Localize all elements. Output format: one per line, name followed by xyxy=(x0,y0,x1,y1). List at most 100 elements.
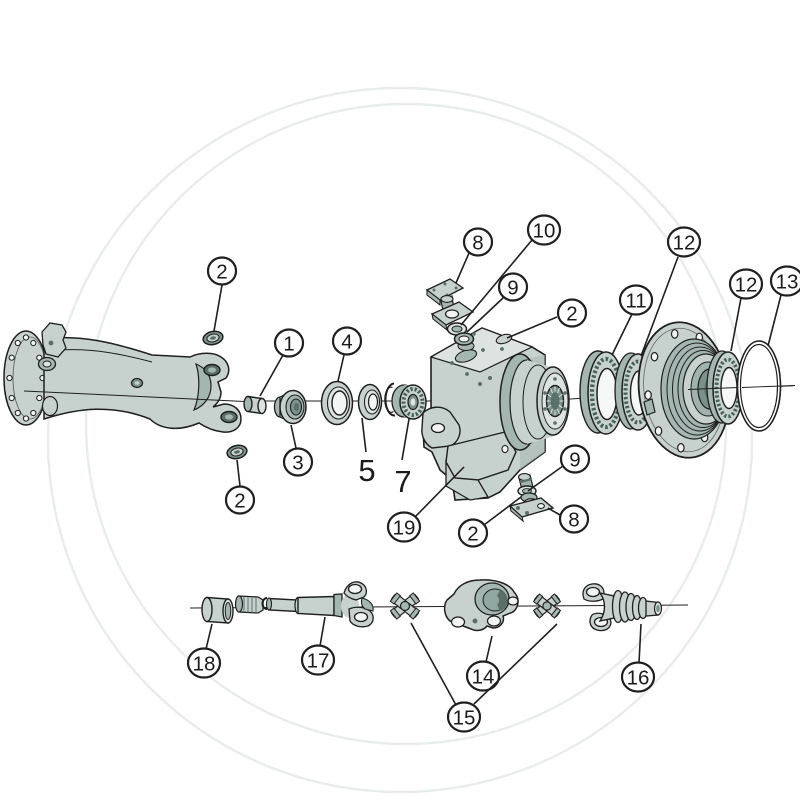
leader-line xyxy=(361,417,367,453)
callout-10-9[interactable]: 10 xyxy=(460,214,562,326)
callout-label: 8 xyxy=(472,231,483,254)
callout-19-7[interactable]: 19 xyxy=(386,466,465,543)
leader-line xyxy=(410,622,457,706)
callout-label: 3 xyxy=(292,451,303,474)
callout-2-1[interactable]: 2 xyxy=(224,459,256,515)
stub-yoke-16 xyxy=(582,583,663,632)
callout-balloon xyxy=(620,661,656,693)
leader-line xyxy=(473,623,558,705)
callout-11-15[interactable]: 11 xyxy=(611,284,654,356)
callout-balloon xyxy=(556,298,588,328)
callout-label: 15 xyxy=(453,706,476,729)
leader-line xyxy=(611,313,633,356)
callout-2-0[interactable]: 2 xyxy=(206,256,238,332)
callout-4-3[interactable]: 4 xyxy=(331,326,363,382)
callout-8-8[interactable]: 8 xyxy=(455,227,494,284)
callout-13-18[interactable]: 13 xyxy=(767,265,800,347)
callout-15-22[interactable]: 15 xyxy=(410,622,558,733)
leader-line xyxy=(483,496,522,526)
callout-balloon xyxy=(386,511,422,543)
callout-balloon xyxy=(769,265,800,297)
callout-label: 9 xyxy=(507,276,518,299)
callout-label: 11 xyxy=(625,289,646,312)
leader-line xyxy=(730,297,742,352)
callout-label: 2 xyxy=(566,302,577,325)
ujoint-cross-left-15 xyxy=(389,592,421,620)
callout-2-11[interactable]: 2 xyxy=(506,298,588,339)
splined-stub xyxy=(234,595,264,614)
leader-line xyxy=(259,354,284,397)
callout-balloon xyxy=(457,518,489,548)
callout-balloon xyxy=(300,644,336,676)
callout-label: 1 xyxy=(283,332,294,355)
callout-balloon xyxy=(558,504,590,534)
seal-2-upper xyxy=(202,330,224,346)
snap-ring-small xyxy=(384,382,396,417)
spindle-bolt-holes xyxy=(543,377,567,425)
callout-balloon xyxy=(728,268,764,300)
callout-balloon xyxy=(446,701,482,733)
bearing-ring-9-upper xyxy=(453,332,475,346)
callout-2-12[interactable]: 2 xyxy=(457,496,522,548)
callout-1-2[interactable]: 1 xyxy=(259,328,305,397)
callout-label: 12 xyxy=(735,273,758,296)
callout-17-20[interactable]: 17 xyxy=(300,616,336,676)
leader-line xyxy=(466,297,504,333)
callout-label: 18 xyxy=(193,652,216,675)
leader-line xyxy=(319,616,326,647)
leader-line xyxy=(640,256,679,357)
callout-balloon xyxy=(224,485,256,515)
callout-balloon xyxy=(666,226,702,258)
leader-line xyxy=(460,239,533,326)
callout-label: 12 xyxy=(673,231,696,254)
callout-label: 8 xyxy=(568,508,579,531)
callout-12-17[interactable]: 12 xyxy=(728,268,764,352)
leader-line xyxy=(414,466,465,518)
axle-housing xyxy=(3,322,242,433)
callout-label: 2 xyxy=(234,489,245,512)
callout-14-21[interactable]: 14 xyxy=(465,635,501,692)
callout-balloon xyxy=(526,214,562,246)
callout-8-14[interactable]: 8 xyxy=(547,504,590,534)
callout-12-16[interactable]: 12 xyxy=(640,226,702,357)
callout-16-23[interactable]: 16 xyxy=(620,623,656,693)
callout-9-13[interactable]: 9 xyxy=(527,444,591,492)
leader-line xyxy=(205,623,213,650)
callout-label: 10 xyxy=(533,219,556,242)
callout-balloon xyxy=(273,328,305,358)
callout-balloon xyxy=(282,447,314,477)
leader-line xyxy=(506,316,558,339)
spline-teeth xyxy=(546,386,564,416)
leader-line xyxy=(638,623,642,664)
flange-bolt-holes xyxy=(6,334,46,422)
leader-line xyxy=(547,507,561,516)
bushing-18 xyxy=(201,596,234,624)
callout-label: 2 xyxy=(216,260,227,283)
axle-shaft-17 xyxy=(265,581,374,628)
seal-4 xyxy=(320,380,354,426)
callout-balloon xyxy=(186,647,222,679)
axis-line-right-overlay xyxy=(687,387,739,390)
callout-5-5[interactable]: 5 xyxy=(358,417,376,488)
callout-label: 19 xyxy=(393,516,416,539)
callout-label: 5 xyxy=(358,453,375,488)
callout-18-19[interactable]: 18 xyxy=(186,623,222,679)
leader-line xyxy=(290,424,297,449)
leader-line xyxy=(485,635,493,663)
callout-7-6[interactable]: 7 xyxy=(394,418,412,499)
kingpin-lower-stack xyxy=(508,473,555,523)
callout-label: 13 xyxy=(776,270,799,293)
callout-9-10[interactable]: 9 xyxy=(466,272,529,333)
leader-line xyxy=(401,418,410,461)
callout-balloon xyxy=(618,284,654,316)
ujoint-cross-right-15 xyxy=(532,593,562,619)
callout-3-4[interactable]: 3 xyxy=(282,424,314,477)
kingpin-cap-upper-8 xyxy=(425,278,475,332)
cup-3 xyxy=(273,389,307,425)
callout-label: 4 xyxy=(341,330,352,353)
knuckle-19 xyxy=(421,327,570,501)
callout-balloon xyxy=(331,326,363,356)
